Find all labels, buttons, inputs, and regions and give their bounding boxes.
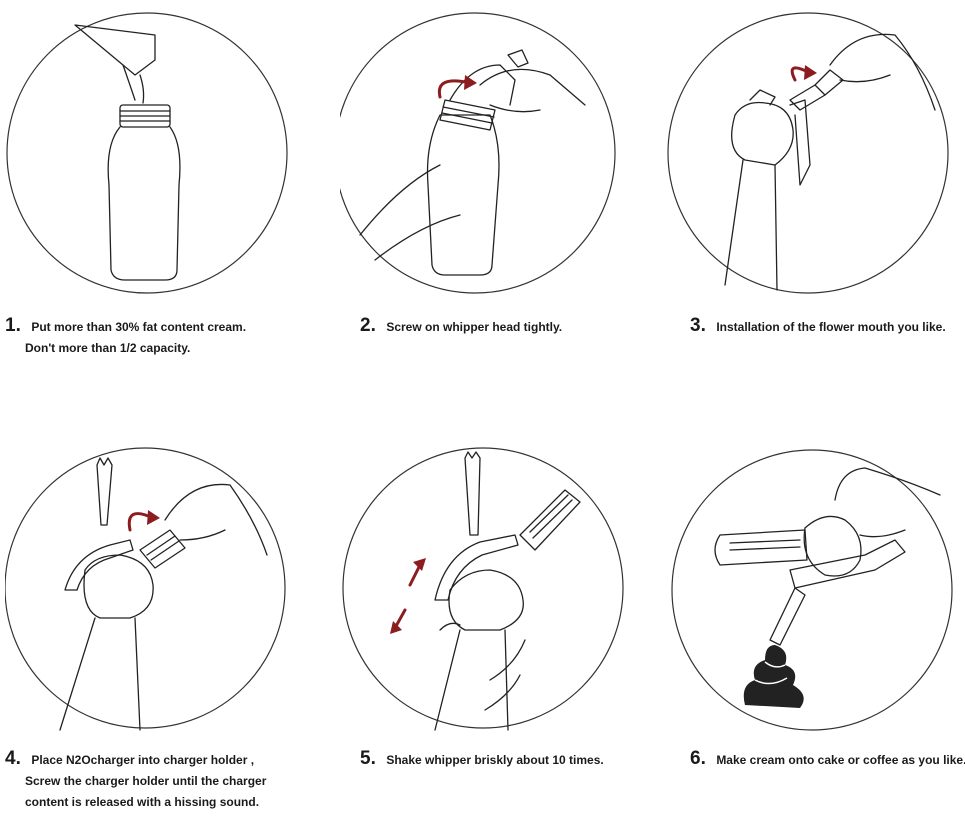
step-4-line-2: Screw the charger holder until the charg… (25, 774, 267, 788)
step-1-number: 1 (5, 315, 16, 336)
step-5-number: 5 (360, 748, 371, 769)
step-5-line-1: Shake whipper briskly about 10 times. (386, 753, 604, 767)
step-2-caption: 2. Screw on whipper head tightly. (360, 315, 563, 336)
step-2: 2. Screw on whipper head tightly. (340, 5, 640, 405)
step-3-caption: 3. Installation of the flower mouth you … (690, 315, 946, 336)
step-6-line-1: Make cream onto cake or coffee as you li… (716, 753, 965, 767)
step-3-line-1: Installation of the flower mouth you lik… (716, 320, 946, 334)
screw-head-icon (340, 12, 616, 294)
step-6-number: 6 (690, 748, 701, 769)
step-1-line-1: Put more than 30% fat content cream. (31, 320, 247, 334)
dispense-cream-icon (671, 449, 953, 731)
step-4-number: 4 (5, 748, 16, 769)
step-5: 5. Shake whipper briskly about 10 times. (340, 440, 640, 840)
step-6: 6. Make cream onto cake or coffee as you… (665, 440, 965, 840)
step-6-caption: 6. Make cream onto cake or coffee as you… (690, 748, 965, 769)
step-1-caption: 1. Put more than 30% fat content cream. … (5, 315, 325, 359)
shake-icon (342, 447, 624, 731)
step-2-line-1: Screw on whipper head tightly. (386, 320, 563, 334)
flower-nozzle-icon (667, 12, 949, 294)
step-1-line-2: Don't more than 1/2 capacity. (25, 341, 191, 355)
step-3: 3. Installation of the flower mouth you … (665, 5, 965, 405)
step-2-number: 2 (360, 315, 371, 336)
step-4: 4. Place N2Ocharger into charger holder … (5, 440, 305, 840)
step-4-line-1: Place N2Ocharger into charger holder , (31, 753, 255, 767)
step-3-number: 3 (690, 315, 701, 336)
step-1: 1. Put more than 30% fat content cream. … (5, 5, 305, 405)
step-4-line-3: content is released with a hissing sound… (25, 795, 260, 809)
step-4-caption: 4. Place N2Ocharger into charger holder … (5, 748, 325, 813)
step-5-caption: 5. Shake whipper briskly about 10 times. (360, 748, 604, 769)
charger-holder-icon (5, 447, 286, 731)
pour-cream-icon (6, 12, 288, 294)
